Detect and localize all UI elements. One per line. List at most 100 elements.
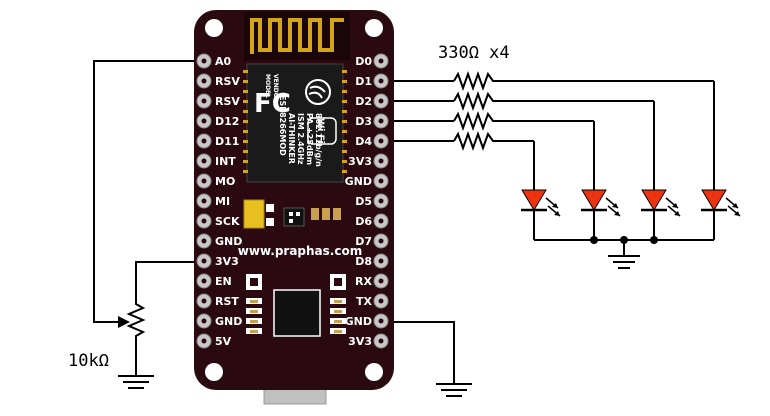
- right-pin-d7: D7: [355, 233, 389, 249]
- right-pin-d1: D1: [355, 73, 389, 89]
- capacitor: [243, 199, 265, 229]
- pin-label: MI: [215, 195, 230, 208]
- nodemcu-board: FC Wi Fi MODEL VENDOR ESP8266MOD AI-THIN…: [194, 10, 394, 390]
- left-pin-mi: MI: [196, 193, 230, 209]
- mounting-hole: [365, 19, 383, 37]
- right-pin-gnd: GND: [345, 313, 389, 329]
- led-2: [581, 189, 621, 217]
- pin-label: GND: [345, 315, 372, 328]
- left-pin-rsv: RSV: [196, 93, 240, 109]
- left-pin-rsv: RSV: [196, 73, 240, 89]
- fcc-logo: FC: [254, 89, 291, 119]
- right-pin-gnd: GND: [345, 173, 389, 189]
- pin-label: D3: [355, 115, 372, 128]
- pin-label: INT: [215, 155, 236, 168]
- left-pin-gnd: GND: [196, 313, 242, 329]
- pin-label: D4: [355, 135, 372, 148]
- pin-label: D2: [355, 95, 372, 108]
- mounting-hole: [205, 363, 223, 381]
- module-model-tag: MODEL: [264, 74, 271, 98]
- esp-module: FC Wi Fi MODEL VENDOR ESP8266MOD AI-THIN…: [243, 63, 347, 183]
- right-pin-d5: D5: [355, 193, 389, 209]
- left-pin-d12: D12: [196, 113, 239, 129]
- pin-label: GND: [215, 315, 242, 328]
- espressif-icon: [305, 79, 331, 105]
- resistor-label: 330Ω x4: [438, 43, 510, 63]
- pin-label: D8: [355, 255, 372, 268]
- pin-label: D6: [355, 215, 372, 228]
- module-standard: 802.11b/g/n: [314, 113, 323, 167]
- left-pin-mo: MO: [196, 173, 235, 189]
- pin-label: RX: [355, 275, 372, 288]
- mounting-hole: [205, 19, 223, 37]
- left-pin-int: INT: [196, 153, 236, 169]
- usb-serial-chip: [273, 289, 321, 337]
- resistor-d2: [453, 91, 496, 111]
- right-pin-tx: TX: [356, 293, 389, 309]
- junction-dots: [590, 236, 658, 244]
- resistor-d1: [453, 71, 496, 91]
- led-4: [701, 189, 741, 217]
- right-pin-3v3: 3V3: [348, 333, 389, 349]
- wiring: [93, 60, 715, 384]
- right-pin-d8: D8: [355, 253, 389, 269]
- led-1: [521, 189, 561, 217]
- module-model: ESP8266MOD: [278, 95, 287, 156]
- pin-label: TX: [356, 295, 373, 308]
- ground-symbol-pot: [118, 342, 154, 389]
- pin-label: RSV: [215, 75, 240, 88]
- pin-label: 3V3: [348, 155, 372, 168]
- left-pin-gnd: GND: [196, 233, 242, 249]
- right-pin-d6: D6: [355, 213, 389, 229]
- pin-label: GND: [345, 175, 372, 188]
- usb-serial-area: [246, 274, 346, 337]
- resistor-array: [453, 71, 496, 151]
- pin-label: MO: [215, 175, 235, 188]
- right-pin-rx: RX: [355, 273, 389, 289]
- left-pin-a0: A0: [196, 53, 232, 69]
- regulator-chip: [283, 207, 305, 227]
- resistor-d3: [453, 111, 496, 131]
- module-vendor: AI-THINKER: [287, 113, 296, 164]
- antenna-trace: [250, 18, 344, 54]
- resistor-d4: [453, 131, 496, 151]
- pin-label: D12: [215, 115, 239, 128]
- pin-label: 5V: [215, 335, 232, 348]
- left-pin-5v: 5V: [196, 333, 232, 349]
- pin-label: D5: [355, 195, 372, 208]
- pin-label: GND: [215, 235, 242, 248]
- module-pads: [243, 70, 347, 173]
- module-power: PA +25dBm: [305, 113, 314, 165]
- pin-label: D1: [355, 75, 372, 88]
- pin-label: D7: [355, 235, 372, 248]
- svg-text:Wi Fi: Wi Fi: [315, 118, 325, 143]
- wifi-logo: Wi Fi: [307, 117, 337, 145]
- pin-label: 3V3: [348, 335, 372, 348]
- ground-symbol-board: [436, 383, 472, 397]
- pin-label: EN: [215, 275, 232, 288]
- pin-label: SCK: [215, 215, 240, 228]
- right-pin-d2: D2: [355, 93, 389, 109]
- right-pin-3v3: 3V3: [348, 153, 389, 169]
- pin-label: D11: [215, 135, 239, 148]
- website-label: www.praphas.com: [238, 244, 362, 258]
- potentiometer-label: 10kΩ: [68, 351, 109, 371]
- mounting-hole: [365, 363, 383, 381]
- onboard-components: [243, 199, 341, 229]
- module-ism: ISM 2.4GHz: [296, 113, 305, 165]
- led-group: [521, 189, 741, 217]
- right-pin-d4: D4: [355, 133, 389, 149]
- right-pin-d0: D0: [355, 53, 389, 69]
- pin-label: D0: [355, 55, 372, 68]
- module-vendor-tag: VENDOR: [272, 74, 279, 103]
- pin-label: 3V3: [215, 255, 239, 268]
- left-pin-3v3: 3V3: [196, 253, 239, 269]
- potentiometer: [118, 300, 146, 342]
- right-pin-d3: D3: [355, 113, 389, 129]
- pin-label: A0: [215, 55, 232, 68]
- pin-label: RST: [215, 295, 239, 308]
- left-pin-en: EN: [196, 273, 232, 289]
